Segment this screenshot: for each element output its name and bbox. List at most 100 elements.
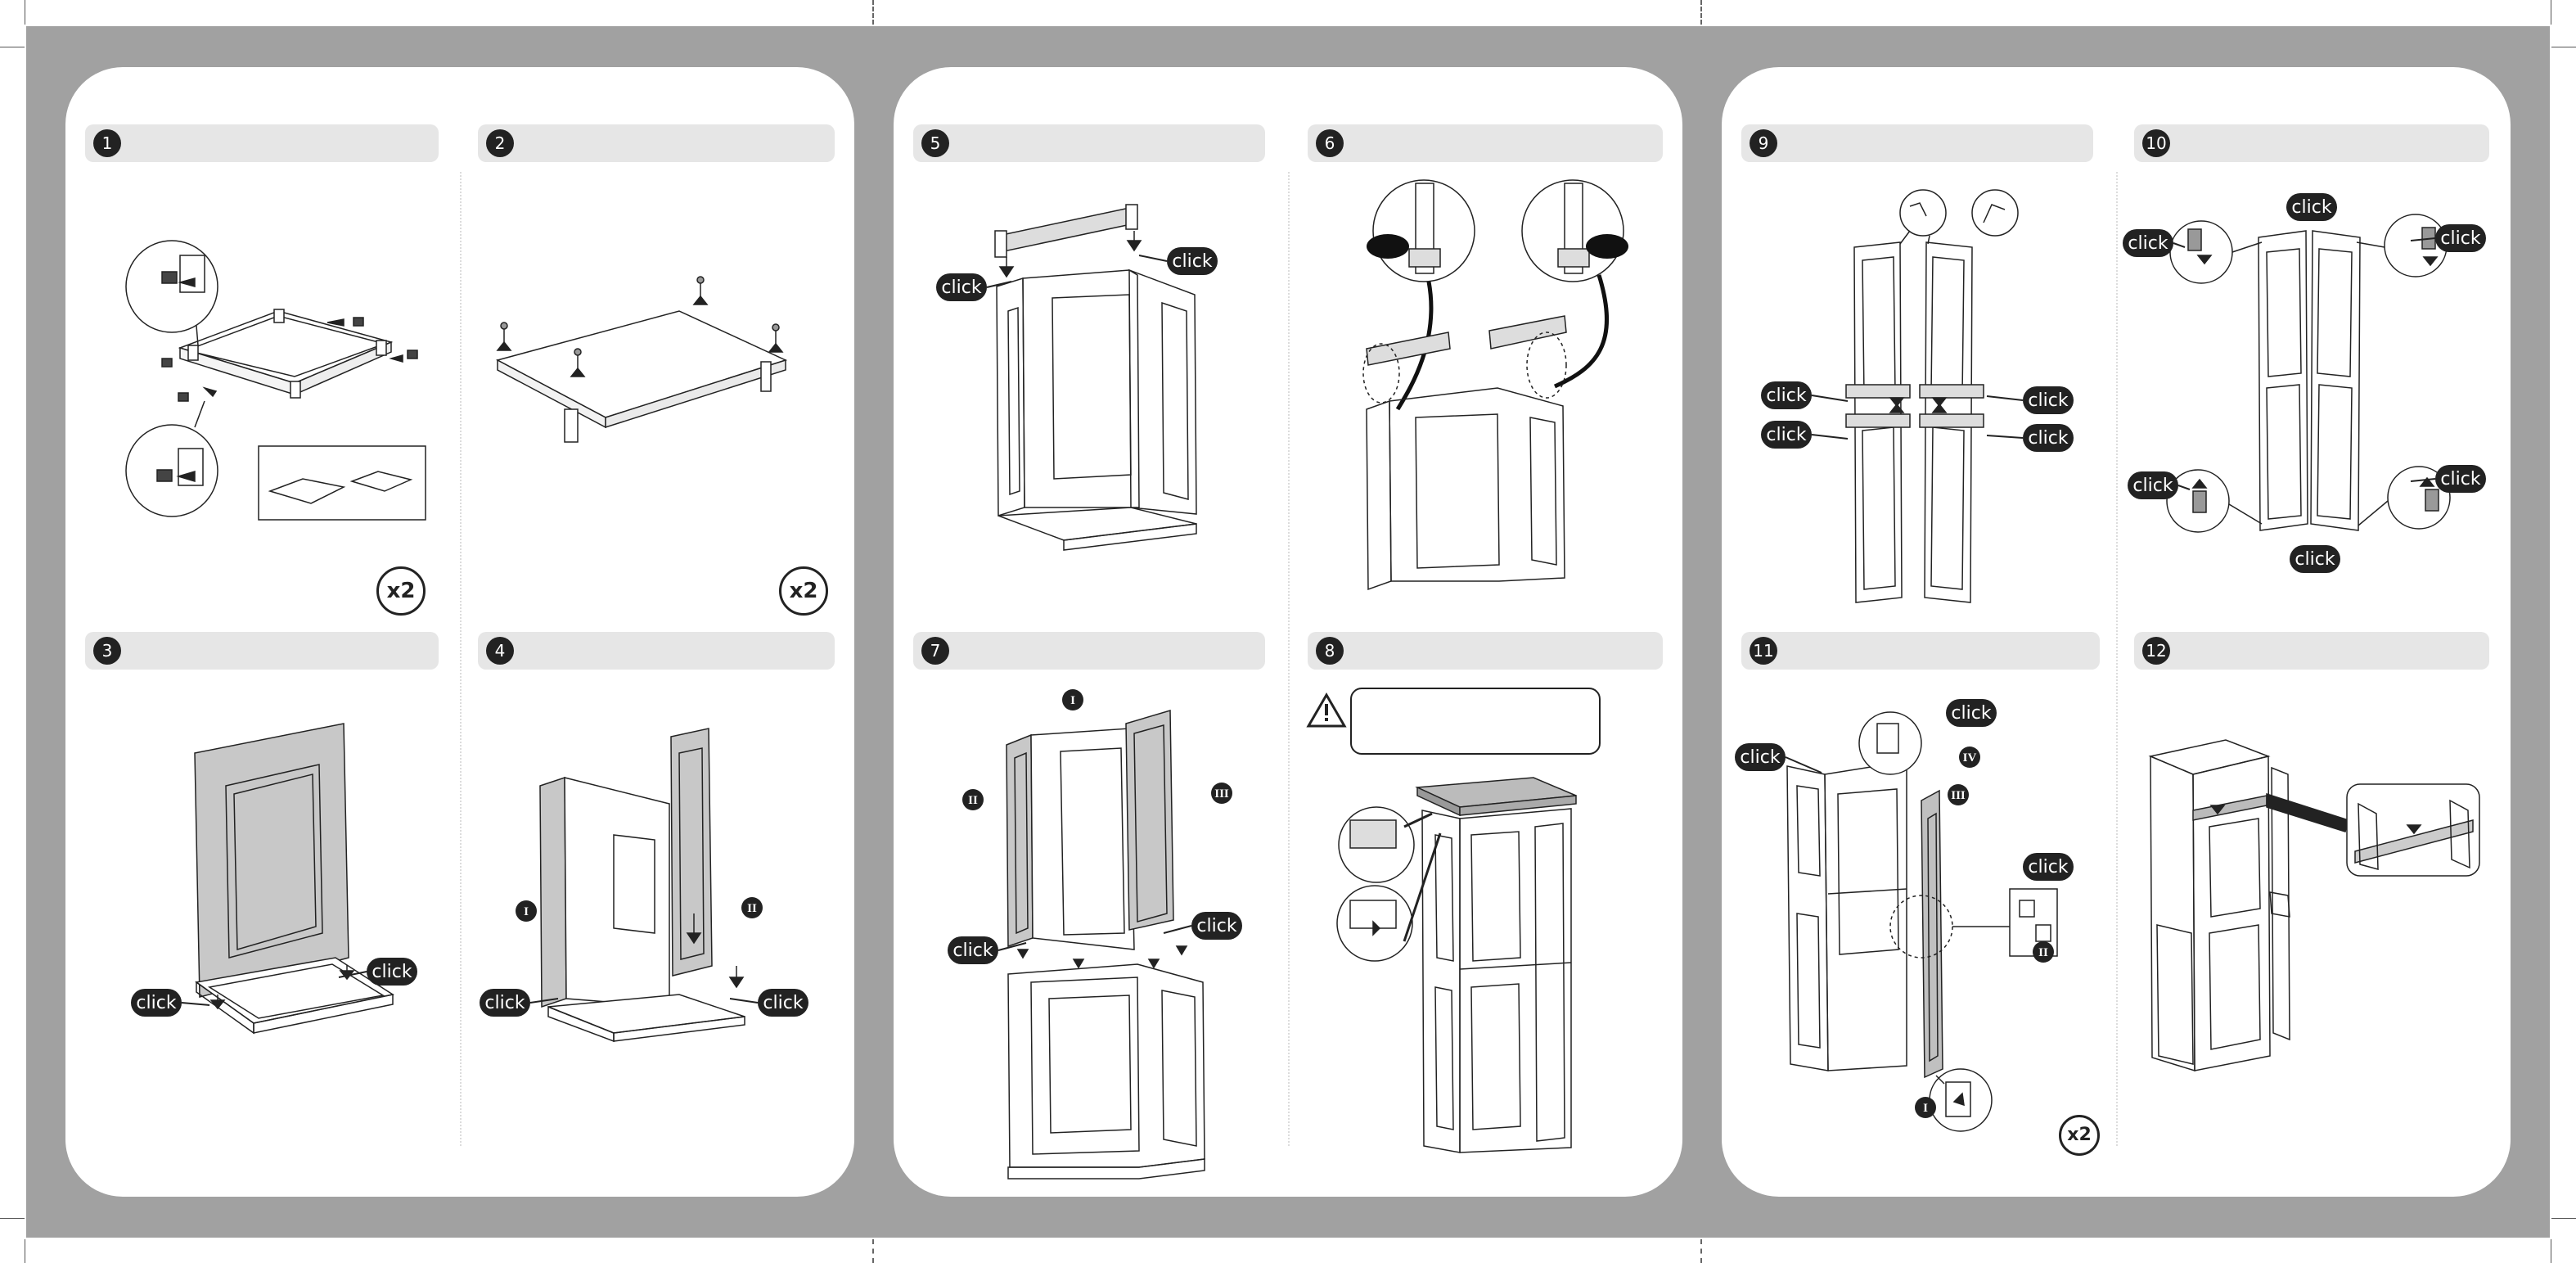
svg-text:click: click [2440, 469, 2480, 489]
step-number: 5 [921, 129, 949, 157]
svg-text:click: click [2440, 228, 2480, 249]
svg-text:click: click [763, 993, 803, 1013]
step-number: 9 [1750, 129, 1777, 157]
step-9-header: 9 [1741, 124, 2093, 162]
step-number: 6 [1316, 129, 1344, 157]
click-callout: click [478, 987, 560, 1018]
click-callout: click [2288, 544, 2342, 575]
step-4-illustration [516, 720, 777, 1072]
step-number: 11 [1750, 637, 1777, 665]
click-callout: click [2409, 463, 2488, 494]
svg-text:II: II [747, 902, 757, 915]
svg-text:I: I [524, 905, 529, 918]
warning-icon [1306, 692, 1347, 728]
step-1-header: 1 [85, 124, 439, 162]
step-2-illustration [491, 270, 802, 458]
quantity-badge: x2 [779, 566, 828, 616]
fold-mark [872, 0, 874, 25]
step-5-header: 5 [913, 124, 1265, 162]
step-11-illustration [1776, 704, 2111, 1146]
fold-mark [872, 1239, 874, 1263]
fold-mark [1700, 1239, 1702, 1263]
column-separator [1288, 172, 1290, 1146]
step-12-header: 12 [2134, 632, 2489, 670]
click-callout: click [728, 987, 810, 1018]
svg-text:II: II [968, 794, 978, 807]
roman-marker: I [514, 899, 538, 923]
step-1-illustration [106, 221, 434, 532]
step-3-illustration [123, 712, 434, 1105]
click-callout: click [1733, 742, 1823, 774]
roman-marker: II [740, 895, 764, 920]
step-7-illustration [990, 704, 1244, 1179]
click-callout: click [2409, 223, 2488, 254]
step-6-header: 6 [1308, 124, 1663, 162]
svg-text:click: click [2291, 197, 2331, 218]
roman-marker: IV [1957, 745, 1982, 769]
click-callout: click [2285, 192, 2339, 223]
hole-marker [1584, 232, 1630, 260]
click-callout: click [337, 956, 419, 987]
hole-marker [1365, 232, 1411, 260]
step-number: 8 [1316, 637, 1344, 665]
step-8-header: 8 [1308, 632, 1663, 670]
roman-marker: II [2031, 940, 2056, 964]
step-number: 1 [93, 129, 121, 157]
click-callout: click [1137, 246, 1219, 277]
click-callout: click [2021, 851, 2075, 882]
column-separator [2116, 172, 2118, 1146]
step-number: 10 [2142, 129, 2170, 157]
step-2-header: 2 [478, 124, 835, 162]
step-number: 3 [93, 637, 121, 665]
svg-text:click: click [1766, 386, 1806, 406]
click-callout: click [1944, 697, 1998, 728]
svg-text:II: II [2038, 946, 2048, 959]
crop-mark [0, 1218, 25, 1219]
step-11-header: 11 [1741, 632, 2100, 670]
svg-text:click: click [2128, 233, 2168, 254]
svg-text:click: click [484, 993, 525, 1013]
step-number: 4 [486, 637, 514, 665]
roman-marker: III [1946, 783, 1970, 807]
step-12-illustration [2144, 728, 2479, 1080]
svg-text:click: click [1196, 916, 1236, 936]
click-callout: click [2121, 228, 2186, 259]
step-10-header: 10 [2134, 124, 2489, 162]
step-number: 12 [2142, 637, 2170, 665]
svg-text:click: click [372, 962, 412, 982]
svg-text:click: click [952, 940, 993, 961]
step-4-header: 4 [478, 632, 835, 670]
svg-text:I: I [1070, 694, 1075, 707]
click-callout: click [1985, 422, 2075, 453]
step-7-header: 7 [913, 632, 1265, 670]
svg-text:I: I [1923, 1102, 1928, 1115]
click-callout: click [1759, 380, 1849, 411]
fold-mark [1700, 0, 1702, 25]
click-callout: click [1985, 385, 2075, 416]
warning-note-box [1350, 688, 1601, 755]
step-3-header: 3 [85, 632, 439, 670]
svg-text:III: III [1214, 787, 1229, 801]
svg-text:III: III [1951, 789, 1966, 802]
svg-text:IV: IV [1963, 751, 1977, 765]
roman-marker: I [1061, 688, 1085, 712]
column-separator [460, 172, 462, 1146]
click-callout: click [934, 272, 1013, 303]
step-8-illustration [1326, 778, 1596, 1162]
svg-text:click: click [2028, 390, 2068, 411]
svg-text:click: click [2028, 428, 2068, 449]
svg-text:click: click [1740, 747, 1780, 768]
roman-marker: III [1209, 781, 1234, 805]
click-callout: click [129, 987, 211, 1018]
click-callout: click [1162, 910, 1244, 941]
click-callout: click [946, 935, 1028, 966]
svg-text:click: click [136, 993, 176, 1013]
svg-text:click: click [1766, 425, 1806, 445]
svg-text:click: click [2132, 476, 2173, 496]
step-number: 2 [486, 129, 514, 157]
svg-text:click: click [1951, 703, 1991, 724]
step-10-illustration [2160, 213, 2471, 557]
svg-text:click: click [941, 277, 981, 298]
svg-text:click: click [2295, 549, 2335, 570]
